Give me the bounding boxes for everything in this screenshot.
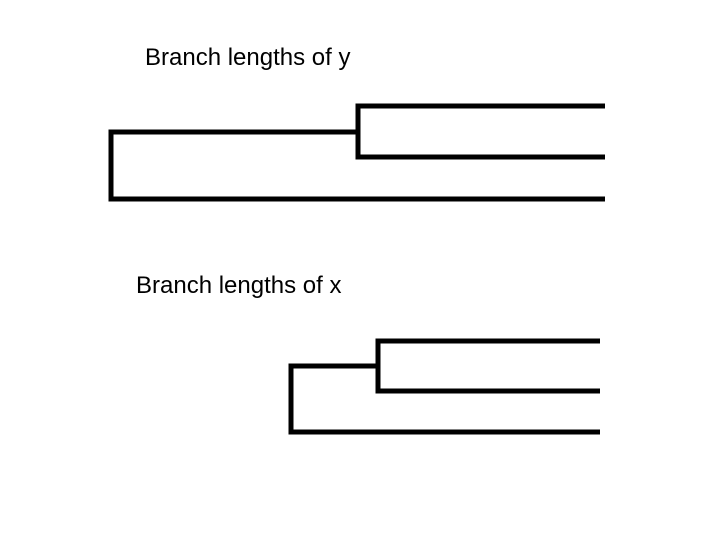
panel-title-y: Branch lengths of y (145, 44, 351, 71)
panel-title-x: Branch lengths of x (136, 272, 342, 299)
